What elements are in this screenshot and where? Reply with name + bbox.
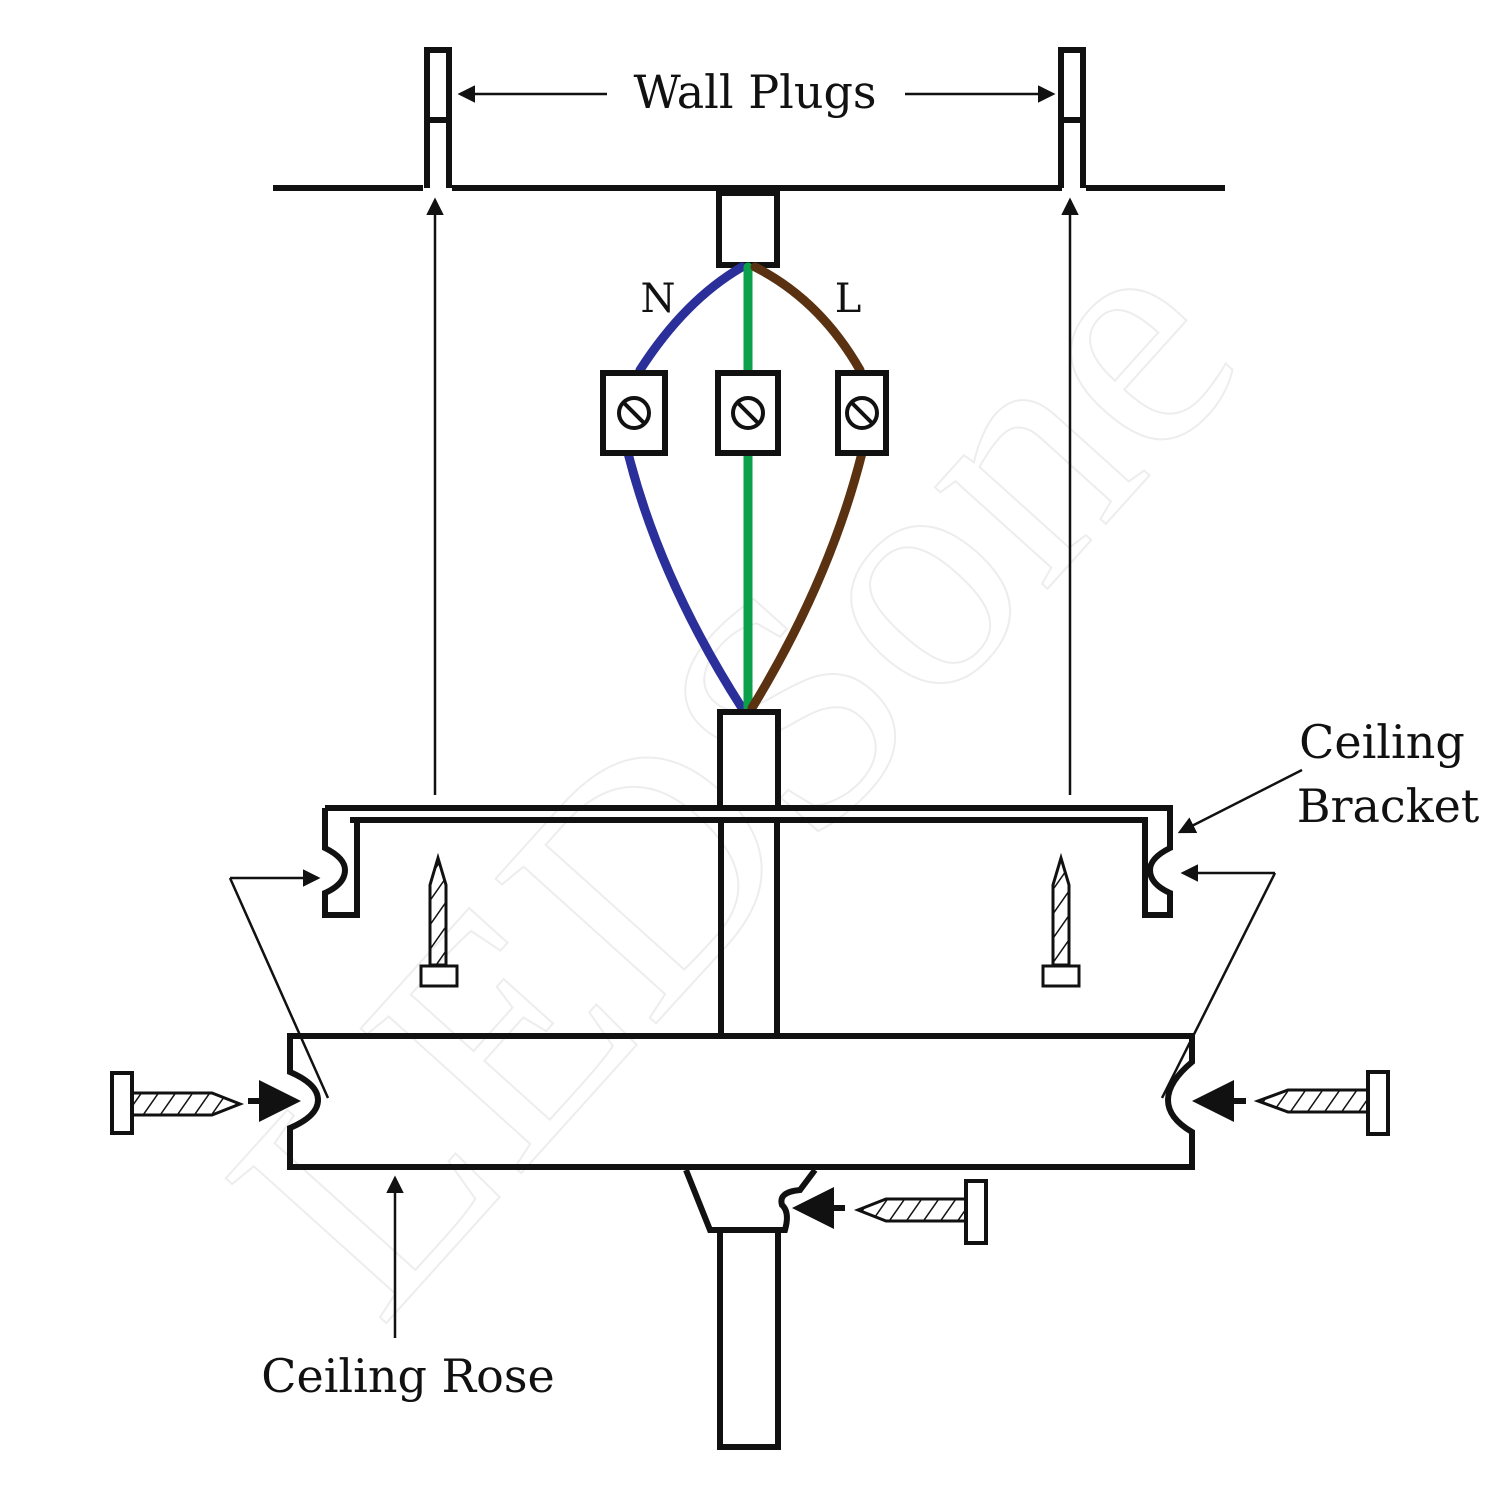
live-wire-lower — [747, 448, 867, 713]
live-wire-upper — [750, 262, 865, 375]
neutral-wire-lower — [623, 448, 747, 713]
rose-screw-left — [110, 1071, 245, 1135]
wall-plug-right — [1058, 47, 1086, 188]
wiring — [623, 262, 867, 713]
terminal-block-earth — [715, 370, 781, 456]
live-label: L — [835, 276, 862, 322]
drop-rod — [717, 1227, 781, 1450]
bracket-screw-right — [1041, 852, 1081, 988]
ceiling-cable-entry — [716, 190, 780, 268]
neutral-label: N — [641, 276, 676, 322]
bracket-screw-left — [419, 852, 459, 988]
ceiling-bracket-arrow — [1177, 768, 1303, 834]
ceiling-rose-label: Ceiling Rose — [261, 1349, 554, 1403]
ceiling-bracket — [322, 805, 1173, 918]
wall-plug-left — [424, 47, 452, 188]
terminal-block-live — [835, 370, 889, 456]
central-rod — [717, 709, 781, 1036]
ceiling-bracket-label-line1: Ceiling — [1299, 715, 1465, 769]
wall-plugs-label: Wall Plugs — [633, 65, 876, 119]
ceiling-rose — [287, 1033, 1195, 1170]
neutral-wire-upper — [635, 262, 747, 375]
rose-neck — [683, 1168, 818, 1233]
slot-guide-right — [1160, 864, 1277, 1099]
slot-guide-left — [228, 869, 330, 1099]
rose-screw-right — [1253, 1070, 1390, 1136]
terminal-block-neutral — [600, 370, 668, 456]
neck-screw — [853, 1179, 988, 1245]
ceiling-bracket-label-line2: Bracket — [1297, 779, 1480, 833]
